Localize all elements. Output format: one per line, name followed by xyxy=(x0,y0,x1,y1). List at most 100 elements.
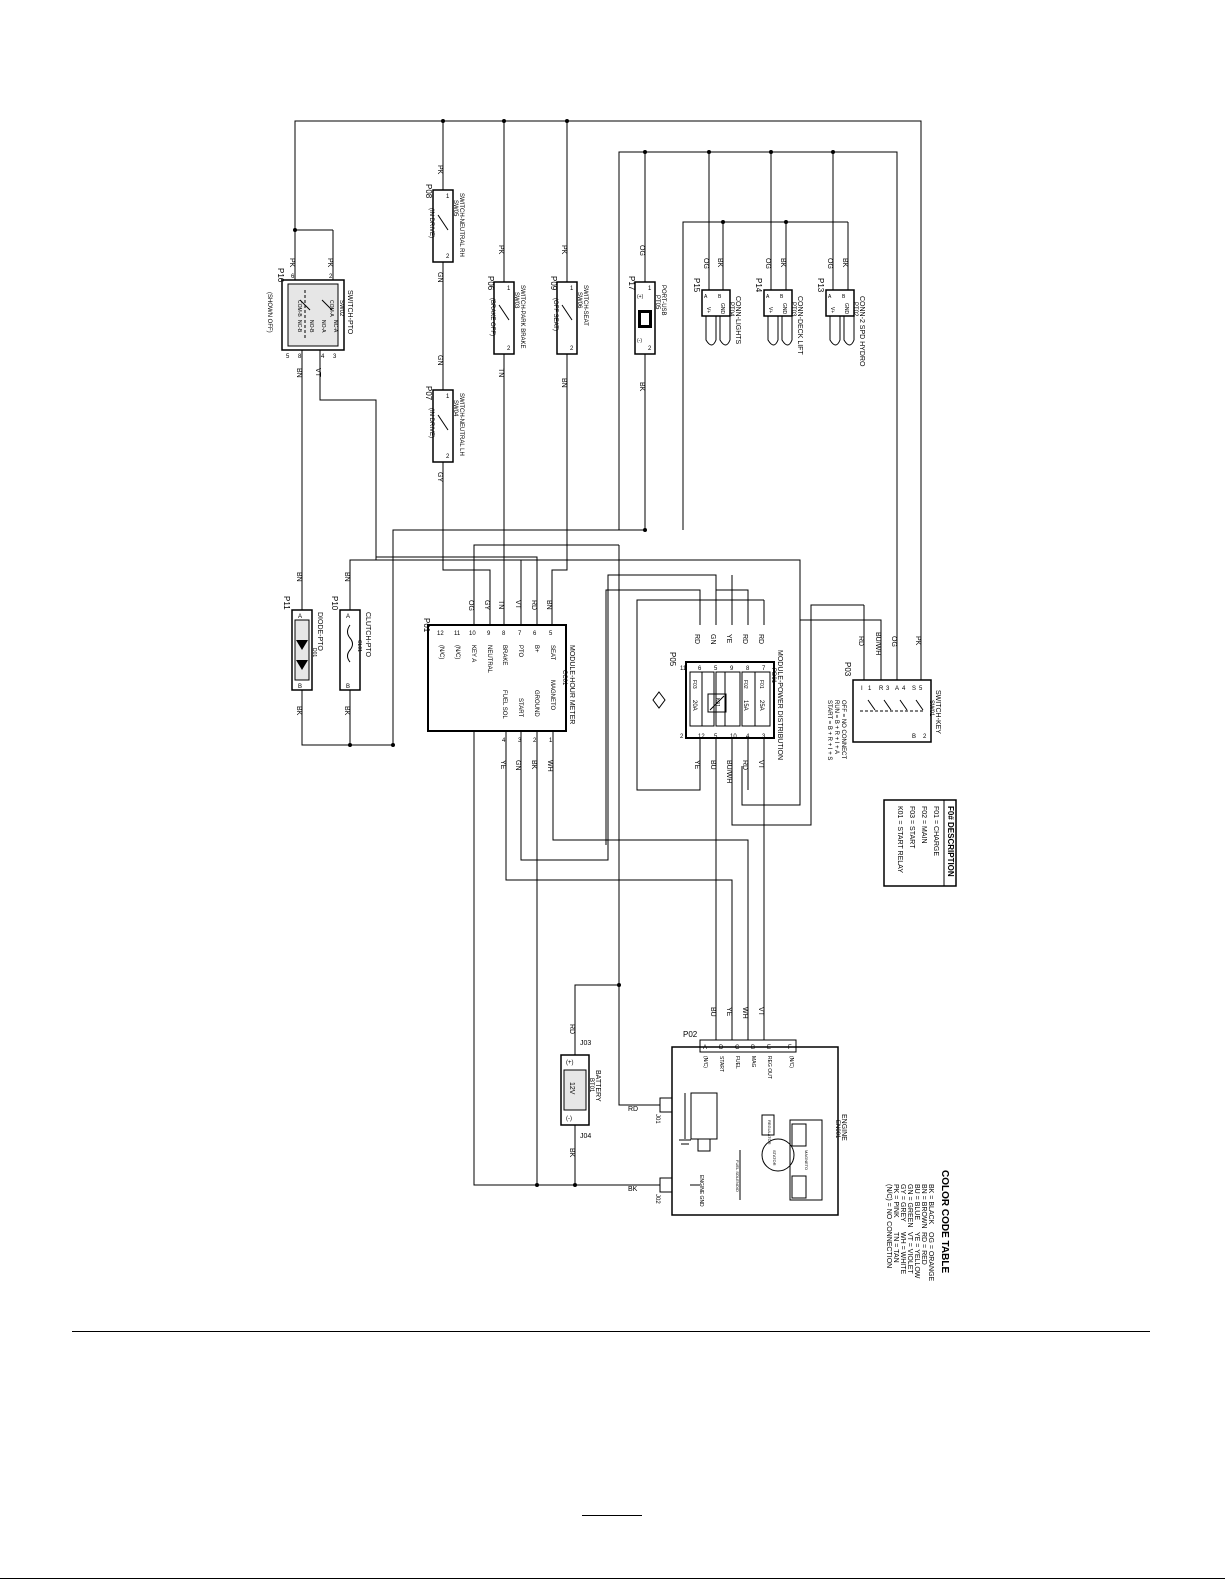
p06-state: (BRAKE OFF) xyxy=(489,298,495,336)
wire-label-bk: BK xyxy=(841,258,848,268)
p14-code: PT03 xyxy=(790,302,796,317)
wire-label-gn: GN xyxy=(436,272,443,283)
wire-label-bu: BU xyxy=(709,1007,716,1017)
p05-pin: 5 xyxy=(714,734,718,740)
color-row: TN = TAN xyxy=(892,1232,899,1263)
p01-pin: 7 xyxy=(518,631,522,637)
p17-pin-label: (+) xyxy=(637,294,644,300)
p05-name: MODULE-POWER DISTRIBUTION xyxy=(776,650,783,760)
p15-pin-label: GND xyxy=(719,303,725,315)
fuel-solenoid-label: FUEL SOLENOID xyxy=(735,1160,740,1192)
p14-pin-label: V+ xyxy=(767,307,773,313)
color-row: BK = BLACK xyxy=(927,1184,934,1225)
color-row: OG = ORANGE xyxy=(927,1232,934,1282)
p11-diode-pto: BN P11 DIODE-PTO D01 A B BK xyxy=(282,572,395,747)
p03-pin-label: R xyxy=(879,686,884,692)
p16-contact: NO-A xyxy=(320,320,326,333)
p11-code: D01 xyxy=(311,648,317,657)
wire-label-og: OG xyxy=(702,258,709,269)
wire-label-rd: RD xyxy=(741,760,748,770)
wire-label-vt: VT xyxy=(757,1007,764,1017)
p02-pin-label: REG OUT xyxy=(766,1056,772,1079)
battery-bt01: RD J03 (+) J04 (-) BATTERY BT01 12V BK xyxy=(560,984,619,1185)
p02-pin-label: (N/C) xyxy=(788,1056,794,1068)
wire-label-rd: RD xyxy=(530,600,537,610)
p02-pin: E xyxy=(767,1045,771,1051)
j04-ref: J04 xyxy=(580,1133,591,1140)
p06-pin: 1 xyxy=(507,286,511,292)
f01-amps: 25A xyxy=(758,700,764,711)
p05-power-distribution: RD GN YE RD RD F01 25A F02 15A F03 20A K… xyxy=(605,575,864,1015)
p08-state: (IN DRIVE) xyxy=(428,208,434,238)
p11-ref: P11 xyxy=(282,596,291,610)
wire-label-bn: BN xyxy=(295,368,302,378)
p07-switch-neutral-lh: P07 SWITCH-NEUTRAL LH SW04 (IN DRIVE) 1 … xyxy=(424,386,491,625)
p16-pin: 6 xyxy=(291,274,295,280)
p17-code: PT05 xyxy=(654,295,660,310)
f02-amps: 15A xyxy=(742,700,748,711)
p03-pin: 4 xyxy=(902,686,906,692)
f02-label: F02 xyxy=(742,680,748,689)
p05-pin: 4 xyxy=(746,734,750,740)
color-row: (N/C) = NO CONNECTION xyxy=(885,1184,892,1268)
wire-label-bk: BK xyxy=(716,258,723,268)
p01-pin: 12 xyxy=(437,631,444,637)
wire-label-bk: BK xyxy=(568,1148,575,1158)
f01-label: F01 xyxy=(758,680,764,689)
wire-label-og: OG xyxy=(826,258,833,269)
p16-contact: COM-B xyxy=(296,300,302,317)
wire-label-pk: PK xyxy=(914,636,921,646)
p01-pin: 1 xyxy=(549,738,553,744)
p03-pin: 3 xyxy=(886,686,890,692)
wire-label-rd: RD xyxy=(568,1024,575,1034)
wire-label-gy: GY xyxy=(436,472,443,482)
wire-label-pk: PK xyxy=(497,245,504,255)
color-row: YE = YELLOW xyxy=(913,1232,920,1279)
p01-pin-label: MAGNETO xyxy=(549,680,555,711)
p05-pin: 12 xyxy=(698,734,705,740)
p16-pin: 8 xyxy=(298,354,302,360)
p15-pin: B xyxy=(718,294,722,300)
p08-pin: 1 xyxy=(446,194,450,200)
p16-pin: 2 xyxy=(329,274,333,280)
p17-ref: P17 xyxy=(627,276,636,291)
p05-code: PD01 xyxy=(770,668,776,684)
p15-conn-lights: OG BK P15 CONN-LIGHTS PT04 A B V+ GND xyxy=(692,152,741,346)
wire-label-og: OG xyxy=(467,600,474,611)
p01-pin-label: GROUND xyxy=(533,690,539,717)
p02-pin: A xyxy=(703,1045,707,1051)
p02-pin-label: FUEL xyxy=(734,1056,740,1069)
battery-code: BT01 xyxy=(588,1078,594,1093)
p01-code: CC01 xyxy=(561,670,567,686)
p15-code: PT04 xyxy=(728,302,734,317)
j03-ref: J03 xyxy=(580,1040,591,1047)
wire-label-gn: GN xyxy=(514,760,521,771)
wire-label-bn: BN xyxy=(560,378,567,388)
p17-pin: 2 xyxy=(648,346,652,352)
p01-pin-label: (N/C) xyxy=(438,645,444,659)
p15-name: CONN-LIGHTS xyxy=(734,296,741,345)
p01-pin: 8 xyxy=(502,631,506,637)
p03-position: START = B + R + I + S xyxy=(826,700,832,760)
p13-pin-label: GND xyxy=(843,303,849,315)
battery-voltage: 12V xyxy=(568,1082,575,1095)
p06-name: SWITCH-PARK BRAKE xyxy=(519,285,525,349)
wire-label-bk: BK xyxy=(343,706,350,716)
p08-code: SW05 xyxy=(452,200,458,217)
j04-label: (-) xyxy=(566,1116,572,1122)
wire-label-bk: BK xyxy=(779,258,786,268)
p16-contact: NO-B xyxy=(308,320,314,333)
wire-label-tn: TN xyxy=(497,368,504,377)
engine-name: ENGINE xyxy=(840,1114,847,1141)
p17-name: PORT-USB xyxy=(660,285,666,316)
wire-label-gn: GN xyxy=(709,634,716,645)
p10-code: CL01 xyxy=(356,640,362,652)
p01-pin: 10 xyxy=(469,631,476,637)
p03-pin-label: S xyxy=(912,686,916,692)
p10-clutch-pto: BN P10 CLUTCH-PTO CL01 A B BK xyxy=(330,572,371,745)
p03-pin-label: A xyxy=(895,686,899,692)
p05-pin: 6 xyxy=(698,666,702,672)
p09-switch-seat: PK P09 SWITCH-SEAT SW06 (OFF SEAT) 1 2 B… xyxy=(549,121,588,625)
p13-pin-label: V+ xyxy=(829,307,835,313)
p13-pin: A xyxy=(828,294,832,300)
